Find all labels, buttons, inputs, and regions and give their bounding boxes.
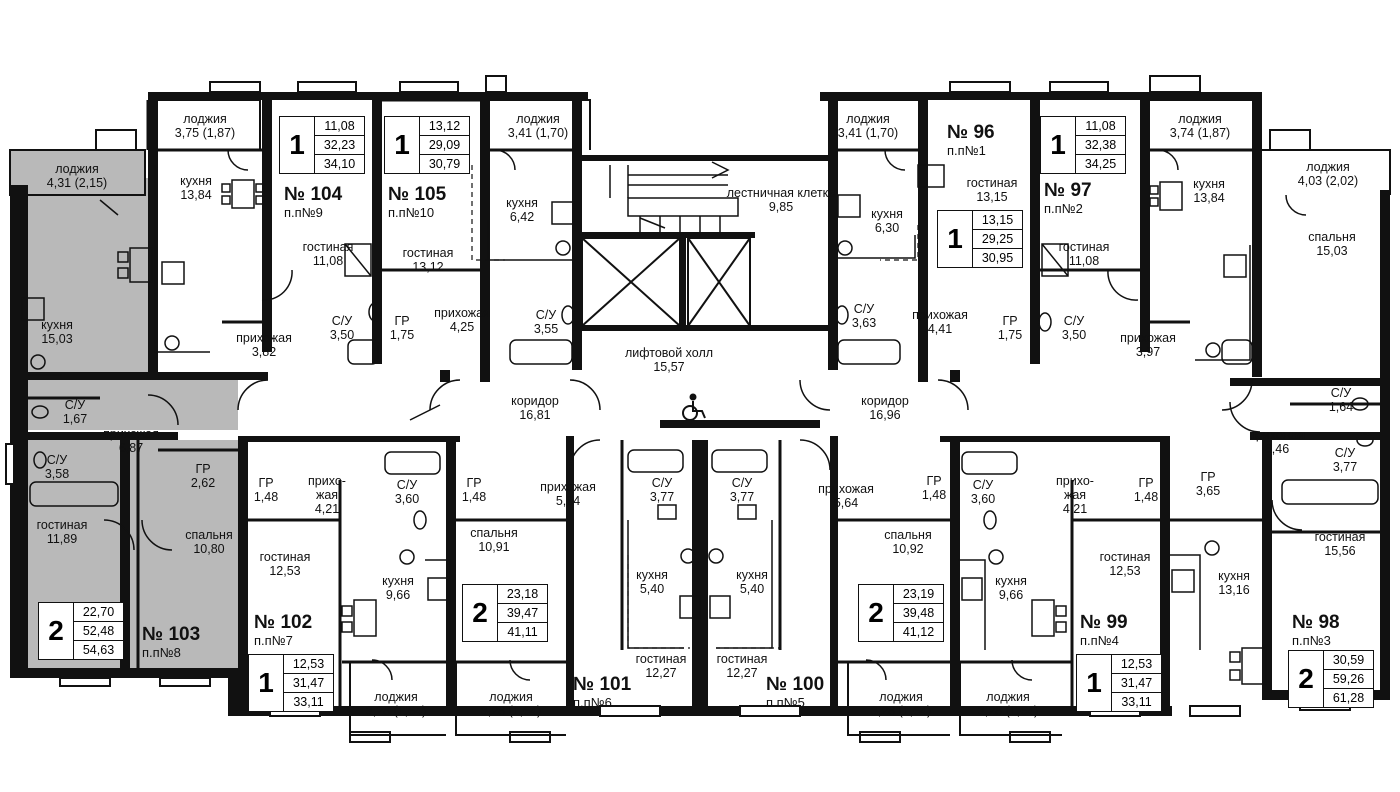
outer-walls [10, 92, 1390, 716]
dining-tables [117, 164, 1267, 685]
elevator-shafts [581, 237, 751, 327]
fixtures [21, 165, 1379, 650]
wheelchair-icon [682, 393, 706, 421]
staircase [609, 161, 739, 232]
door-swings [99, 149, 1307, 681]
kitchen-dashed-zones [471, 165, 919, 649]
loggias [9, 99, 1391, 736]
interior-partitions [28, 98, 1380, 706]
